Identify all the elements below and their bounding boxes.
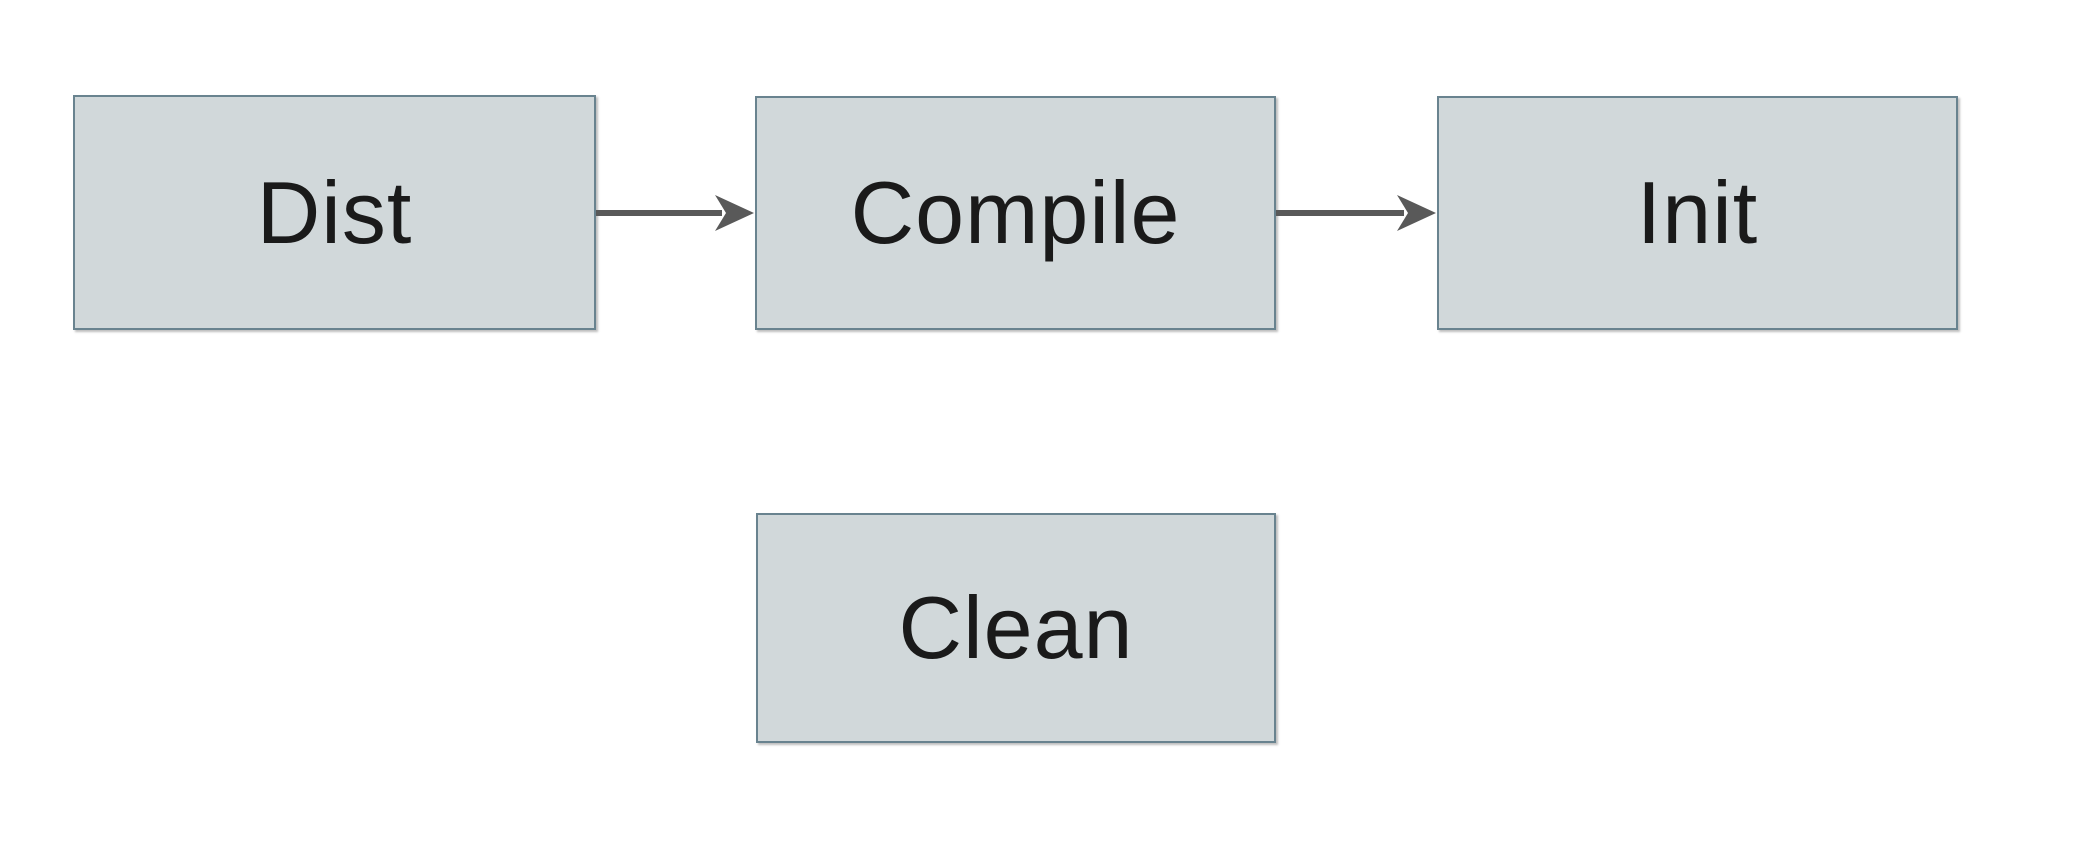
node-compile: Compile <box>755 96 1276 330</box>
node-clean-label: Clean <box>898 578 1134 677</box>
node-init: Init <box>1437 96 1958 330</box>
node-dist-label: Dist <box>256 162 413 262</box>
node-dist: Dist <box>73 95 596 330</box>
node-init-label: Init <box>1636 163 1759 262</box>
node-clean: Clean <box>756 513 1276 743</box>
arrow-compile-to-init-icon <box>1276 195 1436 231</box>
node-compile-label: Compile <box>850 163 1181 262</box>
arrow-dist-to-compile-icon <box>596 195 754 231</box>
